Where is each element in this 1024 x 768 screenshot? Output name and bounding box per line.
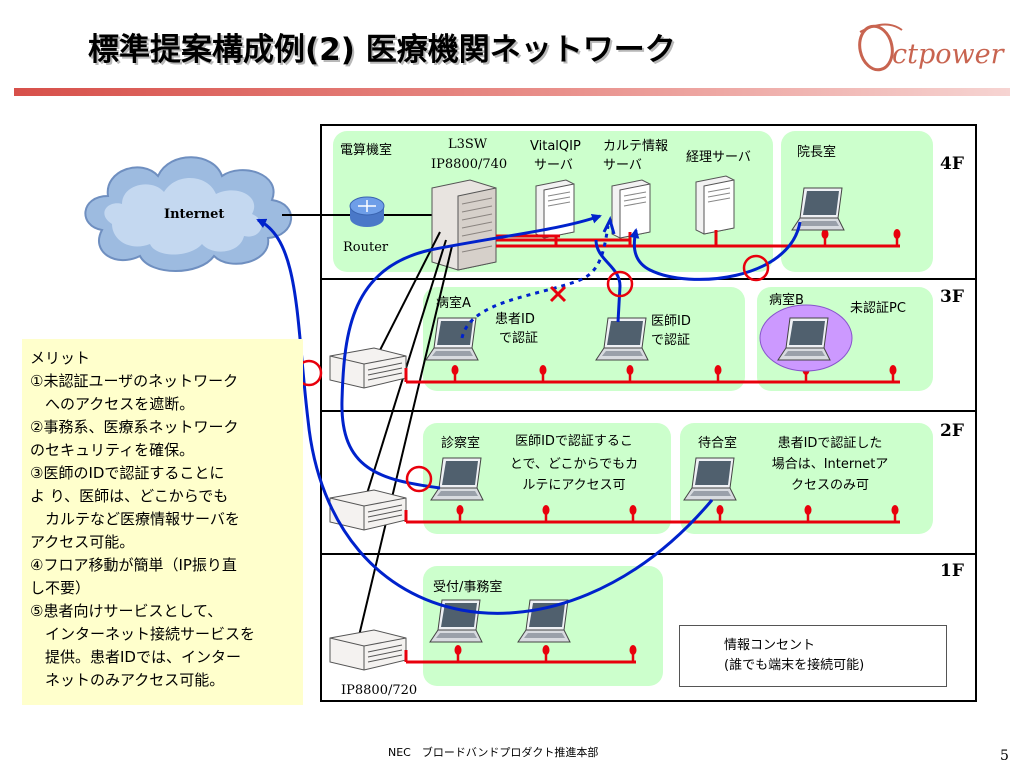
note-doctor-auth-line1: 医師ID	[651, 314, 691, 329]
label-switch-model: IP8800/720	[341, 683, 418, 698]
slide-title: 標準提案構成例(2) 医療機関ネットワーク	[88, 32, 676, 68]
note-unauth-pc: 未認証PC	[850, 301, 906, 316]
floor-label-4f: 4F	[940, 154, 964, 174]
lan-3f	[404, 368, 900, 384]
lan-1f	[404, 650, 636, 664]
label-keiri-server: 経理サーバ	[686, 150, 751, 165]
info-outlet	[628, 643, 638, 664]
legend-box: 情報コンセント (誰でも端末を接続可能)	[679, 625, 947, 687]
label-waiting-room: 待合室	[698, 436, 738, 451]
building-frame	[320, 124, 977, 702]
label-director-room: 院長室	[797, 145, 837, 160]
blocked-flow-arrowhead	[602, 215, 616, 235]
floor-label-1f: 1F	[940, 561, 964, 581]
label-exam-room: 診察室	[441, 436, 481, 451]
info-outlet	[820, 227, 830, 248]
note-patient-auth-line1: 患者ID	[495, 312, 535, 327]
legend-description: (誰でも端末を接続可能)	[724, 658, 865, 673]
page-number: 5	[1000, 748, 1009, 764]
info-outlet	[450, 363, 460, 384]
merit-line: のセキュリティを確保。	[30, 441, 195, 459]
merit-line: へのアクセスを遮断。	[30, 395, 195, 413]
label-vitalqip-server: サーバ	[534, 158, 573, 173]
pc-reception-2	[517, 599, 571, 643]
label-ward-a: 病室A	[436, 296, 471, 311]
note-exam-line3: ルテにアクセス可	[522, 478, 626, 493]
merits-heading: メリット	[30, 349, 91, 367]
merit-line: ③医師のIDで認証することに	[30, 464, 225, 482]
info-outlet	[455, 503, 465, 524]
merit-line: ネットのみアクセス可能。	[30, 671, 225, 689]
info-outlet	[541, 503, 551, 524]
label-computer-room: 電算機室	[340, 143, 393, 158]
floor-divider-4f-3f	[320, 278, 977, 280]
merit-line: 提供。患者IDでは、インター	[30, 648, 241, 666]
info-outlet	[713, 363, 723, 384]
switch-1f-icon	[329, 629, 407, 671]
floor-divider-3f-2f	[320, 410, 977, 412]
floor-label-3f: 3F	[940, 287, 964, 307]
merits-box: メリット ①未認証ユーザのネットワーク へのアクセスを遮断。 ②事務系、医療系ネ…	[22, 339, 303, 705]
info-outlet	[892, 227, 902, 248]
merit-line: ②事務系、医療系ネットワーク	[30, 418, 239, 436]
info-outlet	[625, 363, 635, 384]
label-karte: カルテ情報	[603, 139, 669, 154]
merit-line: インターネット接続サービスを	[30, 625, 256, 643]
info-outlet	[628, 503, 638, 524]
info-outlet	[803, 503, 813, 524]
note-exam-line1: 医師IDで認証するこ	[515, 434, 633, 449]
pc-waiting	[683, 457, 737, 501]
info-outlet	[715, 503, 725, 524]
merit-line: アクセス可能。	[30, 533, 135, 551]
pc-exam	[430, 457, 484, 501]
merit-line: し不要）	[30, 579, 91, 597]
info-outlet	[541, 643, 551, 664]
merit-line: ①未認証ユーザのネットワーク	[30, 372, 239, 390]
keiri-server-icon	[695, 175, 735, 235]
label-l3sw-model: IP8800/740	[431, 157, 508, 172]
note-patient-auth-line2: で認証	[499, 331, 539, 346]
merit-line: ⑤患者向けサービスとして、	[30, 602, 223, 620]
pc-reception-1	[429, 599, 483, 643]
floor-divider-2f-1f	[320, 553, 977, 555]
title-underline	[14, 88, 1010, 96]
label-reception: 受付/事務室	[433, 580, 503, 595]
blocked-access-flow	[460, 225, 610, 339]
blocked-x-mark	[549, 285, 567, 303]
info-outlet	[538, 363, 548, 384]
logo-text: ctpower	[892, 39, 1006, 70]
octpower-logo: ctpower	[856, 16, 1006, 78]
label-ward-b: 病室B	[769, 293, 804, 308]
merit-line: ④フロア移動が簡単（IP振り直	[30, 556, 237, 574]
label-l3sw: L3SW	[448, 137, 488, 152]
internet-cloud	[84, 156, 292, 272]
info-outlet	[890, 503, 900, 524]
note-waiting-line3: クセスのみ可	[790, 478, 869, 493]
info-outlet	[453, 643, 463, 664]
auth-points	[295, 254, 770, 493]
karte-server-icon	[611, 179, 651, 239]
info-outlet	[888, 363, 898, 384]
pc-ward-a-doctor	[595, 317, 649, 361]
room-ward-a	[423, 287, 745, 391]
label-karte-server: サーバ	[603, 158, 642, 173]
floor-label-2f: 2F	[940, 421, 964, 441]
access-flows	[256, 213, 802, 615]
lan-2f	[404, 510, 900, 524]
merit-line: よ り、医師は、どこからでも	[30, 487, 229, 505]
merit-line: カルテなど医療情報サーバを	[30, 510, 240, 528]
label-router: Router	[343, 240, 389, 255]
note-waiting-line2: 場合は、Internetア	[771, 457, 889, 472]
label-vitalqip: VitalQIP	[530, 139, 581, 154]
note-doctor-auth-line2: で認証	[651, 333, 691, 348]
router-icon	[349, 196, 385, 227]
footer-text: NEC ブロードバンドプロダクト推進本部	[388, 746, 599, 759]
legend-title: 情報コンセント	[724, 638, 816, 653]
note-exam-line2: とで、どこからでもカ	[509, 457, 639, 472]
note-waiting-line1: 患者IDで認証した	[777, 436, 883, 451]
internet-label: Internet	[164, 207, 225, 222]
